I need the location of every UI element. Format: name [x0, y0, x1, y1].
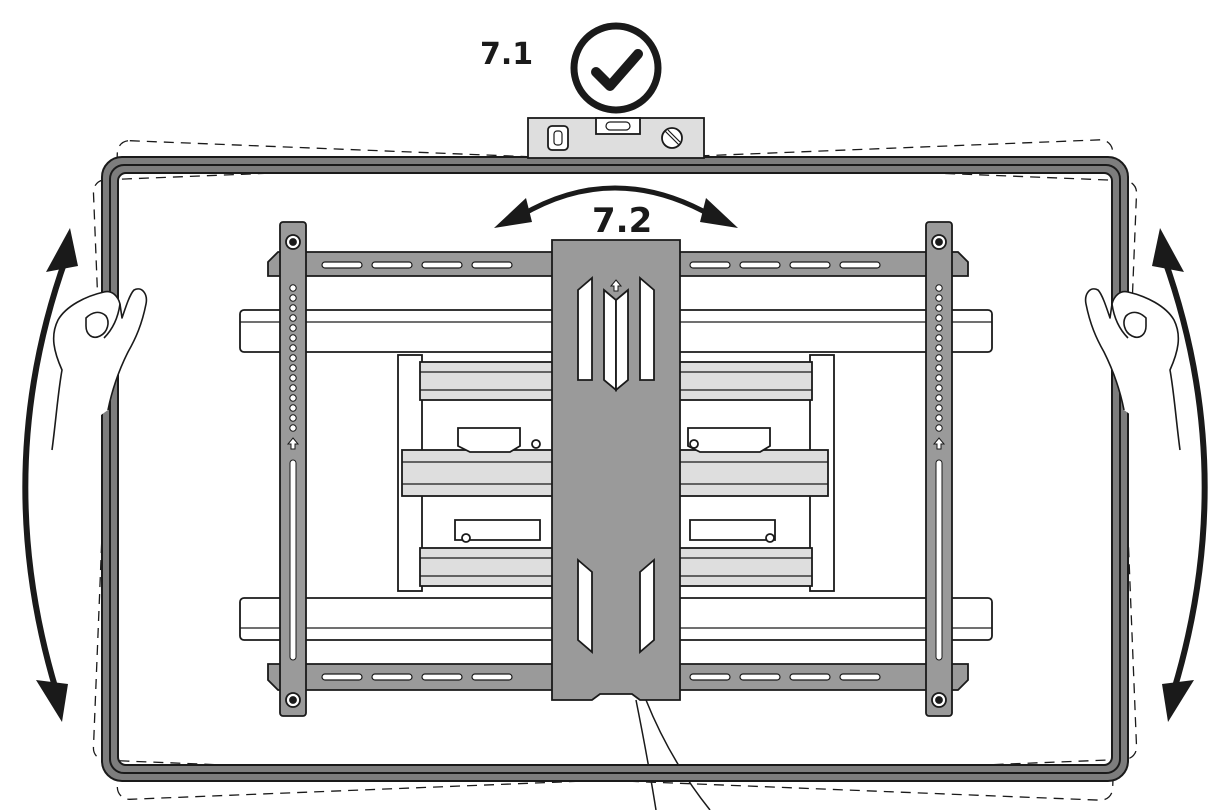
- step-label-level: 7.1: [480, 37, 533, 72]
- checkmark-circle-icon: [570, 22, 662, 114]
- left-hand-icon: [51, 288, 148, 451]
- right-hand-icon: [1084, 288, 1181, 451]
- step-label-tilt: 7.2: [592, 201, 652, 241]
- tilt-curved-arrow-icon: [494, 185, 738, 228]
- right-rotation-arrow-icon: [1152, 228, 1208, 722]
- bubble-level-icon: [527, 117, 705, 159]
- vertical-tv-brackets: [279, 221, 953, 717]
- center-mounting-plate: [551, 239, 711, 810]
- articulating-arm-assembly: [397, 354, 835, 592]
- left-rotation-arrow-icon: [22, 228, 78, 722]
